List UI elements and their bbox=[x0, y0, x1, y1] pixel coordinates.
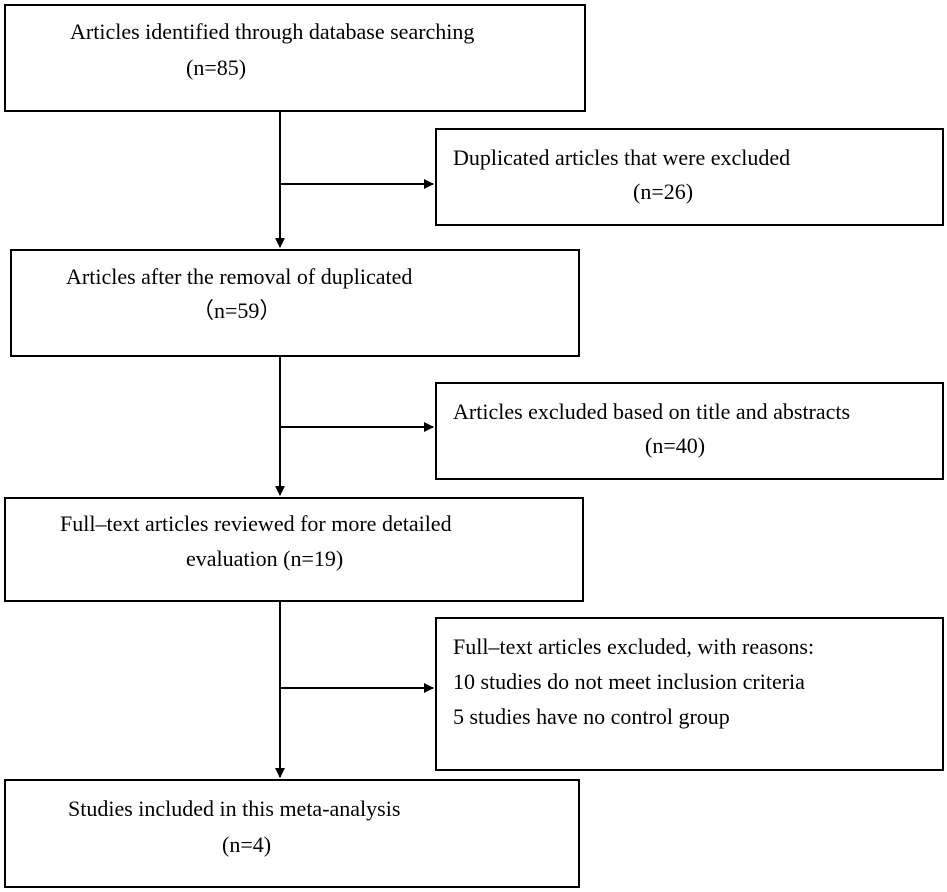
box-fulltext-excluded: Full–text articles excluded, with reason… bbox=[435, 617, 944, 771]
box-after-removal-count: （n=59） bbox=[192, 298, 282, 323]
box-duplicates-line1: Duplicated articles that were excluded bbox=[453, 145, 791, 170]
box-title-abstract-line1: Articles excluded based on title and abs… bbox=[453, 399, 851, 424]
box-duplicates-count: (n=26) bbox=[633, 179, 694, 204]
box-fulltext-reviewed-line2: evaluation (n=19) bbox=[186, 546, 344, 571]
box-after-removal: Articles after the removal of duplicated… bbox=[10, 249, 580, 357]
box-fulltext-excluded-reason2: 5 studies have no control group bbox=[453, 704, 730, 729]
box-identified-line1: Articles identified through database sea… bbox=[70, 19, 475, 44]
box-fulltext-excluded-reason1: 10 studies do not meet inclusion criteri… bbox=[453, 669, 805, 694]
box-included-line1: Studies included in this meta-analysis bbox=[68, 796, 401, 821]
box-title-abstract-excluded: Articles excluded based on title and abs… bbox=[435, 382, 944, 480]
box-identified-count: (n=85) bbox=[186, 55, 247, 80]
box-fulltext-excluded-line1: Full–text articles excluded, with reason… bbox=[453, 634, 815, 659]
box-fulltext-reviewed: Full–text articles reviewed for more det… bbox=[4, 497, 584, 602]
box-identified: Articles identified through database sea… bbox=[4, 4, 586, 112]
box-fulltext-reviewed-line1: Full–text articles reviewed for more det… bbox=[60, 511, 452, 536]
box-title-abstract-count: (n=40) bbox=[645, 433, 706, 458]
box-duplicates-excluded: Duplicated articles that were excluded (… bbox=[435, 128, 944, 226]
box-included-count: (n=4) bbox=[222, 832, 272, 857]
box-after-removal-line1: Articles after the removal of duplicated bbox=[66, 264, 413, 289]
box-included: Studies included in this meta-analysis (… bbox=[4, 779, 580, 888]
